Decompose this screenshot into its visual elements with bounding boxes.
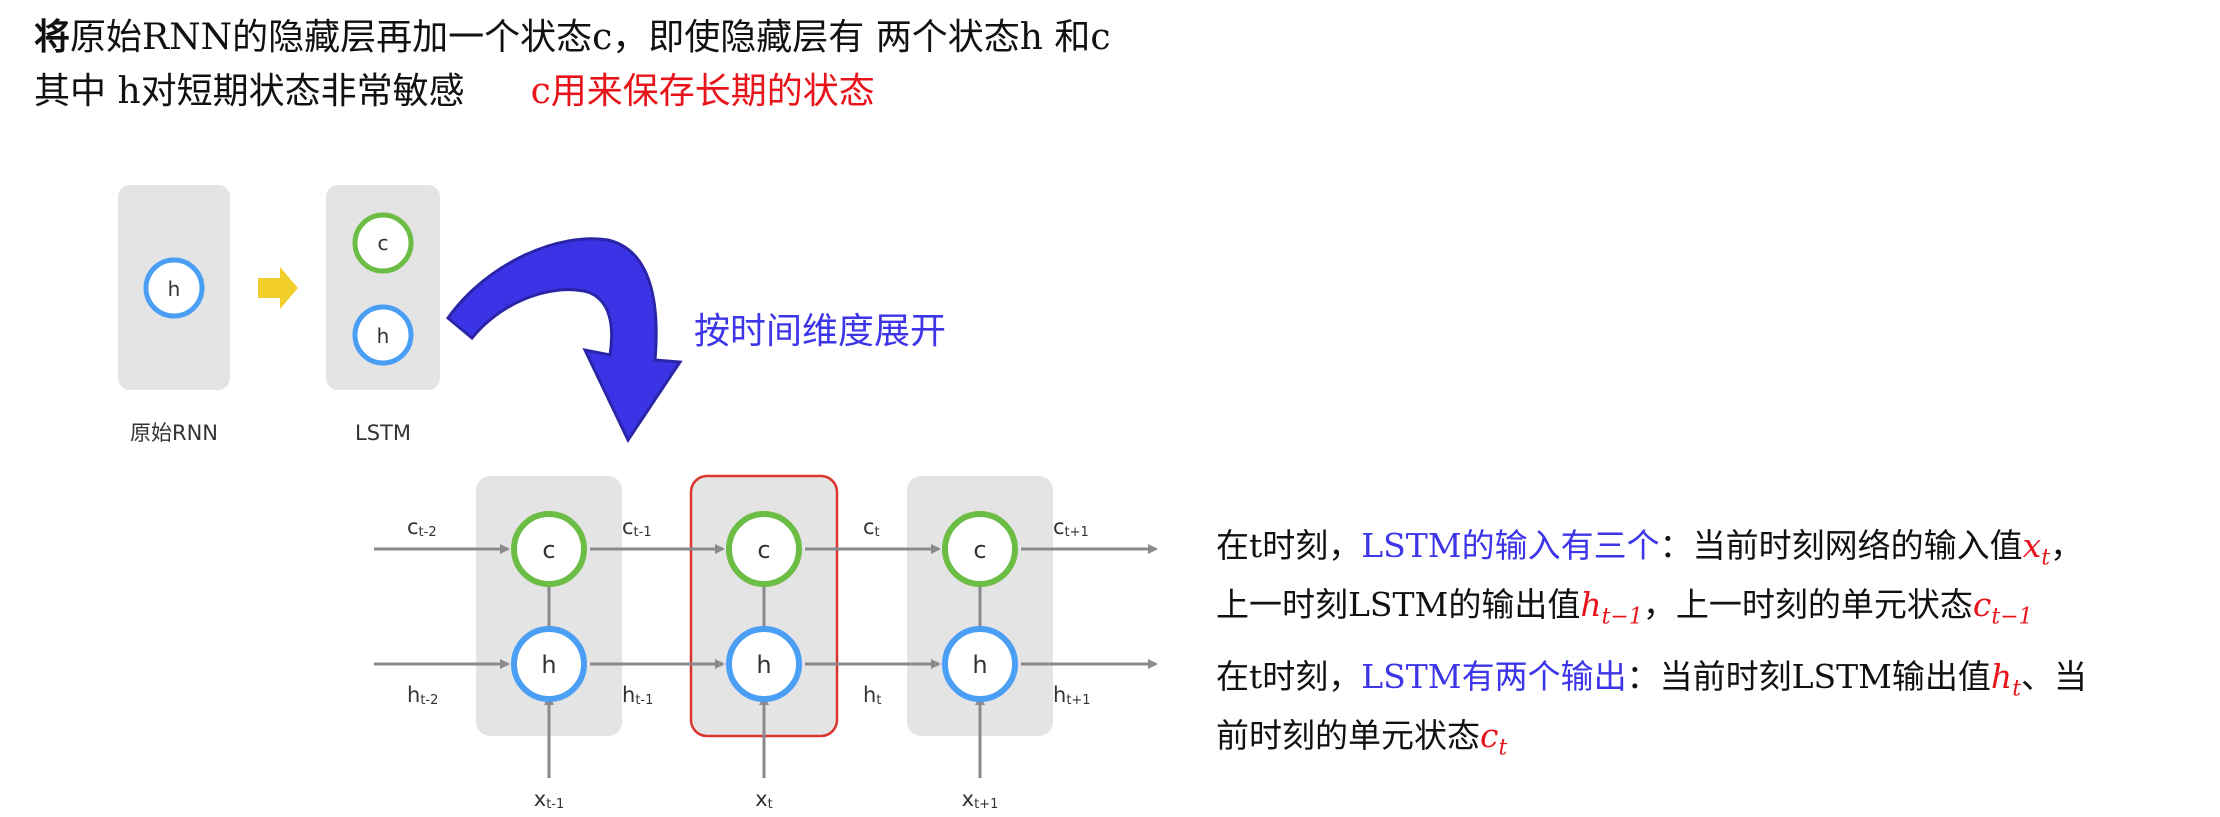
unfold-arrow-icon bbox=[445, 237, 683, 444]
desc-p1-text-3: ，上一时刻的单元状态 bbox=[1642, 584, 1973, 624]
c-node-3 bbox=[942, 511, 1018, 587]
c-node-1-label: c bbox=[542, 536, 555, 564]
h-node-1-label: h bbox=[541, 651, 556, 679]
c-node-2-label: c bbox=[757, 536, 770, 564]
yellow-arrow-icon bbox=[258, 267, 298, 309]
x-label-t-1: xt-1 bbox=[534, 787, 565, 812]
h-node-1 bbox=[511, 626, 587, 702]
rnn-h-node bbox=[143, 257, 205, 319]
description-p1-line1: 在t时刻，LSTM的输入有三个：当前时刻网络的输入值xt， bbox=[1216, 523, 2083, 582]
desc-p2-highlight: LSTM有两个输出 bbox=[1361, 657, 1627, 696]
lstm-label: LSTM bbox=[355, 421, 411, 445]
x-label-t: xt bbox=[755, 787, 773, 812]
h-node-3 bbox=[942, 626, 1018, 702]
lstm-h-node-label: h bbox=[377, 324, 390, 348]
math-h-t-1: ht−1 bbox=[1580, 584, 1643, 630]
h-node-2 bbox=[726, 626, 802, 702]
h-label-t+1: ht+1 bbox=[1053, 683, 1091, 708]
c-label-t+1: ct+1 bbox=[1053, 515, 1089, 540]
heading-line-1-text: 原始RNN的隐藏层再加一个状态c，即使隐藏层有 两个状态h 和c bbox=[70, 17, 1111, 58]
math-h-t: ht bbox=[1990, 657, 2022, 702]
description-paragraph-1: 在t时刻，LSTM的输入有三个：当前时刻网络的输入值xt， 上一时刻LSTM的输… bbox=[1216, 523, 2083, 640]
math-x-t: xt bbox=[2022, 526, 2051, 571]
rnn-h-node-label: h bbox=[168, 277, 181, 301]
x-label-t+1: xt+1 bbox=[962, 787, 999, 812]
heading-line-1: 将原始RNN的隐藏层再加一个状态c，即使隐藏层有 两个状态h 和c bbox=[34, 8, 1111, 60]
desc-p2-tail: 、当 bbox=[2021, 657, 2088, 696]
c-node-1 bbox=[511, 511, 587, 587]
h-node-3-label: h bbox=[972, 651, 987, 679]
math-c-t: ct bbox=[1480, 715, 1508, 761]
unfold-label: 按时间维度展开 bbox=[694, 311, 947, 352]
c-node-3-label: c bbox=[973, 536, 986, 564]
lstm-c-node bbox=[352, 212, 414, 274]
c-node-2 bbox=[726, 511, 802, 587]
description-p2-line1: 在t时刻，LSTM有两个输出：当前时刻LSTM输出值ht、当 bbox=[1216, 654, 2087, 713]
desc-p1-text-2: 上一时刻LSTM的输出值 bbox=[1216, 584, 1581, 624]
math-c-t-1: ct−1 bbox=[1972, 584, 2033, 630]
lstm-diagram: h 原始RNN c h LSTM c c c h h h ct-2 ct-1 c… bbox=[118, 185, 1158, 812]
lstm-c-node-label: c bbox=[378, 231, 389, 255]
c-label-t-1: ct-1 bbox=[622, 515, 652, 540]
heading-line-2: 其中 h对短期状态非常敏感 c用来保存长期的状态 bbox=[34, 62, 875, 114]
desc-p2-text: ：当前时刻LSTM输出值 bbox=[1626, 657, 1991, 696]
h-node-2-label: h bbox=[756, 651, 771, 679]
h-label-t-1: ht-1 bbox=[622, 683, 653, 708]
h-label-t-2: ht-2 bbox=[407, 683, 438, 708]
heading-bold-word: 将 bbox=[34, 16, 71, 58]
description-p1-line2: 上一时刻LSTM的输出值ht−1，上一时刻的单元状态ct−1 bbox=[1216, 582, 2083, 641]
description-paragraph-2: 在t时刻，LSTM有两个输出：当前时刻LSTM输出值ht、当 前时刻的单元状态c… bbox=[1216, 654, 2087, 771]
h-label-t: ht bbox=[863, 683, 881, 708]
desc-p1-highlight: LSTM的输入有三个 bbox=[1361, 526, 1660, 565]
desc-p1-text: ：当前时刻网络的输入值 bbox=[1659, 526, 2023, 565]
desc-p1-prefix: 在t时刻， bbox=[1216, 526, 1362, 565]
lstm-h-node bbox=[352, 304, 414, 366]
desc-p2-prefix: 在t时刻， bbox=[1216, 657, 1362, 696]
c-label-t-2: ct-2 bbox=[407, 515, 437, 540]
desc-p1-comma: ， bbox=[2050, 526, 2084, 565]
description-p2-line2: 前时刻的单元状态ct bbox=[1216, 713, 2087, 772]
rnn-label: 原始RNN bbox=[130, 421, 218, 445]
desc-p2-text-2: 前时刻的单元状态 bbox=[1216, 715, 1480, 755]
heading-line-2-text: 其中 h对短期状态非常敏感 bbox=[34, 71, 465, 112]
c-label-t: ct bbox=[863, 515, 880, 540]
heading-line-2-red: c用来保存长期的状态 bbox=[530, 71, 875, 112]
